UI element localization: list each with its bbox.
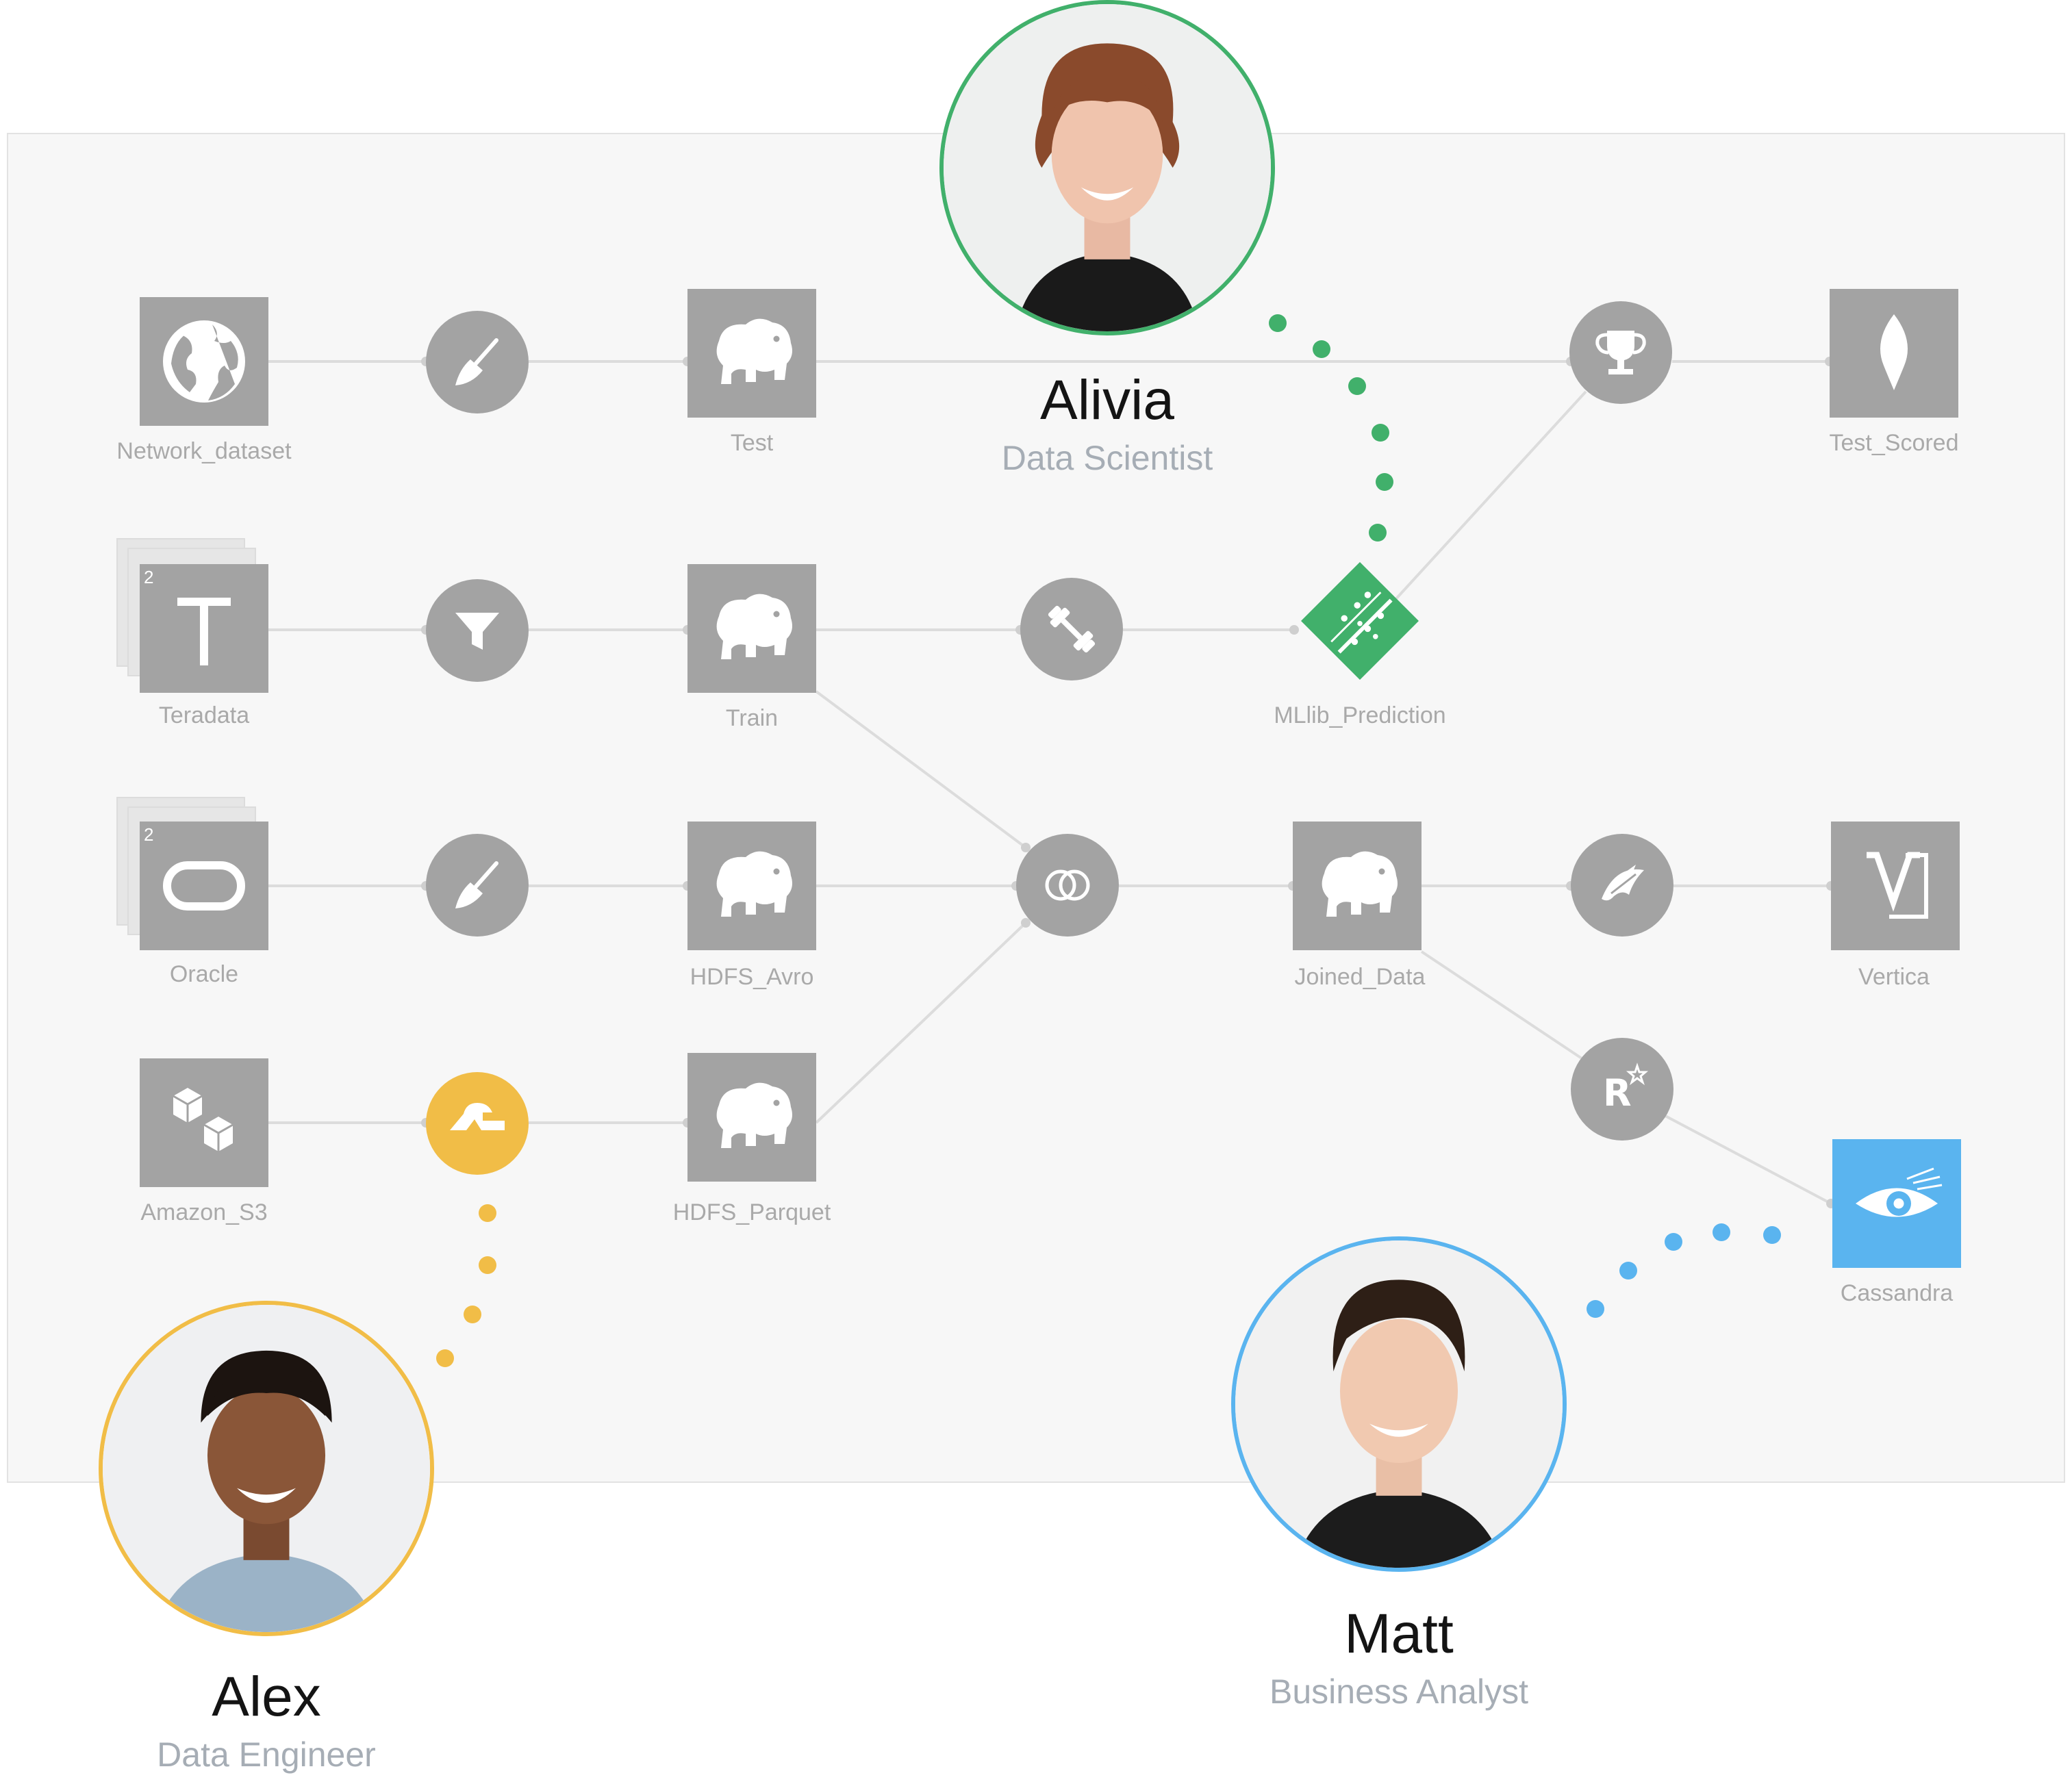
- person-name-matt: Matt: [1344, 1603, 1454, 1665]
- vertica-icon: [1867, 852, 1928, 919]
- dataset-test-scored[interactable]: [1830, 289, 1958, 418]
- matt-connector-dot: [1713, 1223, 1730, 1241]
- eye-icon: [1856, 1167, 1943, 1217]
- label-hdfs-parquet: HDFS_Parquet: [672, 1199, 831, 1225]
- label-hdfs-avro: HDFS_Avro: [690, 964, 814, 990]
- recipe-join[interactable]: [1016, 834, 1119, 937]
- person-name-alex: Alex: [212, 1666, 321, 1728]
- dataset-test[interactable]: [687, 289, 816, 418]
- svg-text:R: R: [1603, 1071, 1632, 1115]
- label-network-dataset: Network_dataset: [116, 438, 292, 464]
- dataset-hdfs-parquet[interactable]: [687, 1053, 816, 1182]
- matt-connector-dot: [1763, 1226, 1781, 1244]
- dataset-cassandra[interactable]: [1832, 1139, 1961, 1268]
- r-star-icon: R: [1603, 1062, 1649, 1115]
- recipe-score[interactable]: [1569, 301, 1672, 404]
- mongodb-leaf-icon: [1880, 314, 1908, 390]
- person-photo: [1235, 1240, 1563, 1568]
- avatar-matt: [1231, 1236, 1567, 1572]
- broom-icon: [455, 338, 498, 385]
- label-train: Train: [725, 705, 779, 731]
- dataset-vertica[interactable]: [1831, 822, 1960, 950]
- person-role-alivia: Data Scientist: [1001, 439, 1213, 477]
- broom-icon: [455, 861, 498, 908]
- alivia-connector-dot: [1372, 424, 1389, 442]
- dataset-amazon-s3[interactable]: [140, 1058, 268, 1187]
- avatar-alivia: [939, 0, 1275, 335]
- hadoop-elephant-icon: [716, 1082, 792, 1148]
- avatar-alex: [99, 1301, 434, 1636]
- recipe-prepare-2[interactable]: [426, 834, 529, 937]
- dataset-hdfs-avro[interactable]: [687, 822, 816, 950]
- dataset-teradata[interactable]: 2: [140, 564, 268, 693]
- label-amazon-s3: Amazon_S3: [140, 1199, 268, 1225]
- recipe-prepare-1[interactable]: [426, 311, 529, 413]
- dataset-train[interactable]: [687, 564, 816, 693]
- join-rings-icon: [1045, 869, 1090, 901]
- alivia-connector-dot: [1313, 340, 1330, 358]
- globe-icon: [163, 320, 245, 403]
- alivia-connector-dot: [1369, 524, 1387, 542]
- recipe-r[interactable]: R: [1571, 1038, 1673, 1141]
- alivia-connector-dot: [1348, 377, 1366, 395]
- person-name-alivia: Alivia: [1040, 369, 1174, 431]
- alex-connector-dot: [436, 1349, 454, 1367]
- label-test-scored: Test_Scored: [1829, 430, 1959, 456]
- alex-connector-dot: [464, 1306, 481, 1323]
- alivia-connector-dot: [1269, 314, 1287, 332]
- recipe-train-model[interactable]: [1020, 578, 1123, 680]
- label-oracle: Oracle: [169, 961, 239, 987]
- label-joined-data: Joined_Data: [1294, 964, 1426, 990]
- recipe-filter[interactable]: [426, 579, 529, 682]
- hadoop-elephant-icon: [1322, 851, 1398, 917]
- hadoop-elephant-icon: [716, 594, 792, 659]
- trophy-icon: [1595, 331, 1646, 374]
- dataset-joined-data[interactable]: [1293, 822, 1422, 950]
- alex-connector-dot: [479, 1204, 496, 1222]
- dumbbell-icon: [1048, 605, 1096, 653]
- dataset-network-dataset[interactable]: [140, 297, 268, 426]
- dataset-oracle[interactable]: 2: [140, 822, 268, 950]
- person-photo: [944, 4, 1271, 331]
- label-cassandra: Cassandra: [1840, 1280, 1954, 1306]
- funnel-icon: [455, 613, 499, 650]
- recipe-spark[interactable]: [1571, 834, 1673, 937]
- flow-canvas: [7, 133, 2065, 1483]
- person-role-matt: Business Analyst: [1269, 1672, 1528, 1711]
- spark-icon: [1602, 865, 1644, 901]
- person-role-alex: Data Engineer: [157, 1735, 376, 1774]
- recipe-sync[interactable]: [426, 1072, 529, 1175]
- matt-connector-dot: [1665, 1233, 1682, 1251]
- alivia-connector-dot: [1376, 473, 1393, 491]
- alex-connector-dot: [479, 1256, 496, 1274]
- oracle-icon: [163, 861, 245, 911]
- teradata-t-icon: [177, 598, 231, 665]
- partition-count-badge: 2: [144, 567, 154, 587]
- partition-count-badge: 2: [144, 824, 154, 845]
- sync-icon: [450, 1103, 505, 1130]
- label-vertica: Vertica: [1858, 964, 1930, 990]
- person-photo: [103, 1305, 430, 1632]
- matt-connector-dot: [1619, 1262, 1637, 1280]
- label-mllib-prediction: MLlib_Prediction: [1274, 702, 1446, 728]
- cubes-icon: [173, 1088, 233, 1151]
- label-teradata: Teradata: [158, 702, 250, 728]
- hadoop-elephant-icon: [716, 851, 792, 917]
- mllib-model-icon[interactable]: [1295, 556, 1425, 686]
- hadoop-elephant-icon: [716, 318, 792, 384]
- label-test: Test: [730, 430, 774, 456]
- matt-connector-dot: [1587, 1300, 1604, 1318]
